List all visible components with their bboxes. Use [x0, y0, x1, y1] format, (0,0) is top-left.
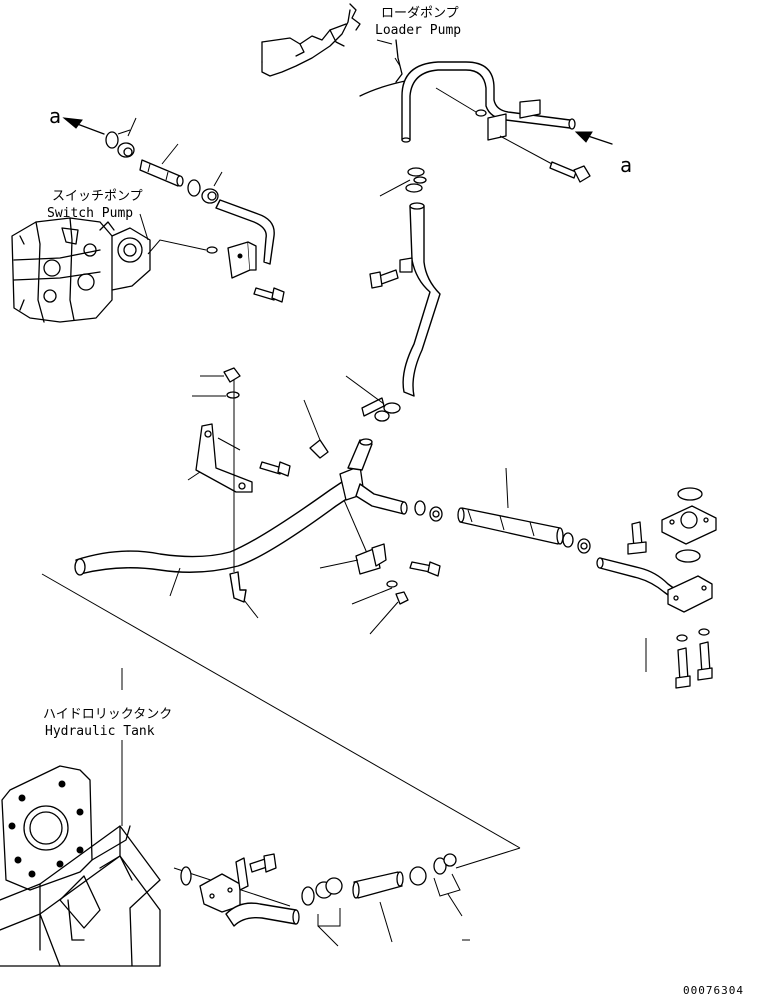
leader-lines — [169, 375, 647, 672]
loader-pump-leader — [376, 39, 393, 45]
reference-a-right: a — [620, 153, 632, 177]
switch-pump-label-en: Switch Pump — [47, 206, 133, 221]
loader-pump-label-jp: ローダポンプ — [381, 6, 459, 21]
hydraulic-tank-label-jp: ハイドロリックタンク — [43, 707, 172, 722]
right-hose-flange — [414, 487, 717, 689]
hydraulic-tank — [0, 765, 161, 967]
loader-pump-label-en: Loader Pump — [375, 23, 461, 38]
loader-pump — [261, 3, 411, 97]
hydraulic-tank-label-en: Hydraulic Tank — [45, 724, 155, 739]
tank-outlet-parts — [180, 853, 470, 947]
switch-pump — [11, 217, 151, 323]
drawing-number: 00076304 — [683, 984, 744, 997]
pipe-clamp-assembly — [343, 499, 441, 605]
reference-a-left: a — [49, 104, 61, 128]
boundary-left-line — [41, 573, 521, 849]
center-hose — [345, 167, 441, 422]
switch-pump-label-jp: スイッチポンプ — [52, 189, 143, 204]
main-suction-pipe — [74, 367, 408, 603]
loader-suction-pipe — [401, 61, 613, 183]
switch-pump-leader — [139, 213, 149, 241]
switch-suction-parts — [62, 117, 285, 303]
